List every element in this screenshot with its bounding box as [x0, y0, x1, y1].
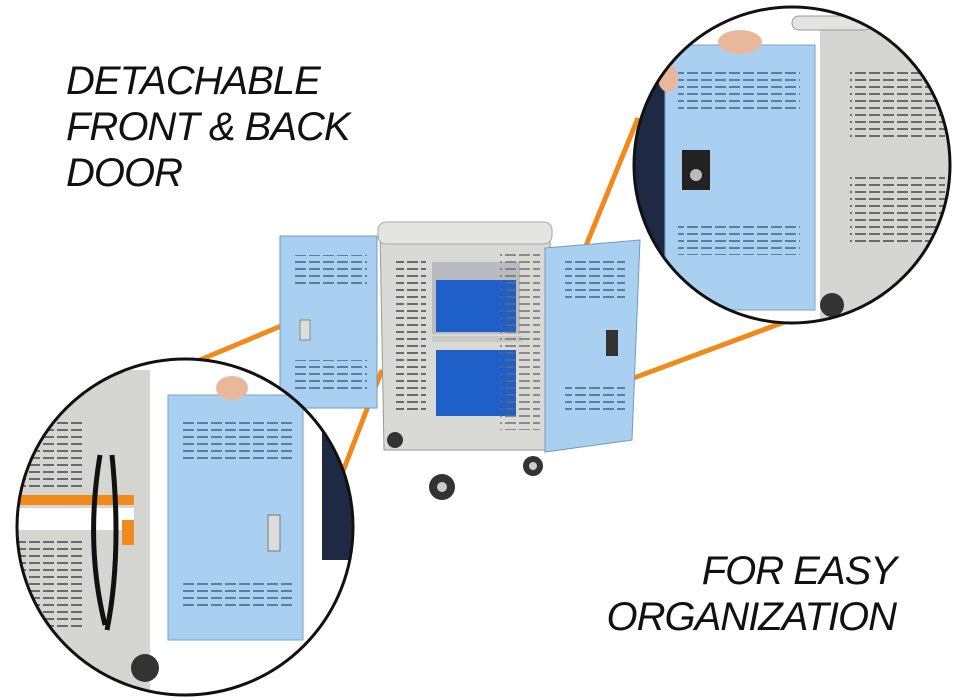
headline-line: ORGANIZATION — [606, 595, 897, 639]
headline-line: FOR EASY — [701, 549, 897, 593]
headline-detachable-doors: DETACHABLE FRONT & BACK DOOR — [66, 58, 351, 196]
charging-cart — [279, 221, 641, 500]
headline-line: DOOR — [66, 151, 183, 195]
headline-line: FRONT & BACK — [66, 105, 351, 149]
back-door-detail — [632, 5, 952, 325]
front-door-detail — [15, 357, 355, 697]
headline-easy-organization: FOR EASY ORGANIZATION — [606, 548, 897, 640]
headline-line: DETACHABLE — [66, 59, 321, 103]
